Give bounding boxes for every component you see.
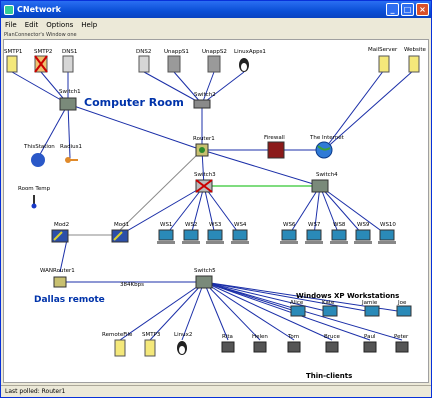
node-label: LinuxApps1	[234, 49, 266, 55]
node-label: Switch1	[59, 89, 81, 95]
workstations-row-1	[158, 229, 395, 241]
server-icon[interactable]	[114, 339, 126, 357]
thin-clients-label: Thin-clients	[306, 372, 352, 380]
menu-options[interactable]: Options	[46, 20, 74, 29]
node-label: Switch4	[316, 172, 338, 178]
server-icon[interactable]	[378, 55, 390, 73]
node-label: Radius1	[60, 144, 82, 150]
node-label: WS8	[333, 222, 346, 228]
workstation-base-row-1	[157, 241, 396, 244]
node-label: Switch5	[194, 268, 216, 274]
node-label: Helen	[252, 334, 268, 340]
node-label: Paul	[364, 334, 376, 340]
wan-router-icon[interactable]	[53, 276, 67, 288]
thin-clients	[221, 341, 409, 353]
node-label: WS6	[283, 222, 296, 228]
node-label: Website	[404, 47, 427, 53]
node-label: Alice	[290, 300, 304, 306]
node-label: SMTP3	[142, 332, 161, 338]
node-label: Bruce	[324, 334, 341, 340]
node-label: Switch2	[194, 92, 216, 98]
node-label: Room Temp	[18, 186, 51, 192]
app-icon	[4, 4, 14, 15]
server-icon[interactable]	[6, 55, 18, 73]
menu-file[interactable]: File	[5, 20, 17, 29]
node-label: Switch3	[194, 172, 216, 178]
menu-edit[interactable]: Edit	[24, 20, 39, 29]
node-label: UnappS1	[164, 49, 189, 55]
node-label: RemoteFile	[102, 332, 133, 338]
switch-icon[interactable]	[195, 275, 213, 289]
switch-icon[interactable]	[311, 179, 329, 193]
internet-globe-icon[interactable]	[315, 141, 333, 159]
node-label: DNS2	[136, 49, 151, 55]
status-bar: Last polled: Router1	[1, 385, 431, 397]
server-icon[interactable]	[62, 55, 74, 73]
node-label: Rita	[222, 334, 233, 340]
node-label: MailServer	[368, 47, 398, 53]
node-label: The Internet	[309, 135, 345, 141]
menu-bar: File Edit Options Help	[1, 18, 431, 31]
node-label: Joe	[397, 300, 407, 306]
window-title: CNetwork	[17, 5, 61, 14]
node-label: WS1	[160, 222, 172, 228]
node-label: WS10	[380, 222, 396, 228]
menu-help[interactable]: Help	[81, 20, 98, 29]
node-label: WS3	[209, 222, 222, 228]
switch-icon[interactable]	[193, 99, 211, 109]
key-icon[interactable]	[65, 157, 78, 163]
computer-room-label: Computer Room	[84, 96, 184, 109]
node-label: Kate	[322, 300, 335, 306]
minimize-button[interactable]: _	[386, 3, 399, 16]
thermometer-icon[interactable]	[31, 195, 37, 209]
node-label: WS7	[308, 222, 321, 228]
maximize-button[interactable]: □	[401, 3, 414, 16]
station-icon[interactable]	[31, 153, 45, 167]
modem-icon[interactable]	[111, 229, 129, 243]
firewall-icon[interactable]	[267, 141, 285, 159]
node-label: Mod1	[114, 222, 129, 228]
network-map-canvas[interactable]: Computer Room Dallas remote Windows XP W…	[3, 39, 429, 383]
node-label: Mod2	[54, 222, 69, 228]
node-label: WANRouter1	[40, 268, 75, 274]
node-label: Jamie	[361, 300, 378, 306]
server-icon[interactable]	[408, 55, 420, 73]
node-label: Firewall	[264, 135, 285, 141]
modem-icon[interactable]	[51, 229, 69, 243]
xp-workstations-label: Windows XP Workstations	[296, 292, 399, 300]
switch-down-icon[interactable]	[195, 179, 213, 193]
network-diagram[interactable]: Computer Room Dallas remote Windows XP W…	[4, 40, 430, 384]
close-button[interactable]: ×	[416, 3, 429, 16]
dallas-remote-label: Dallas remote	[34, 295, 105, 305]
title-bar[interactable]: CNetwork _ □ ×	[1, 1, 431, 18]
node-label: DNS1	[62, 49, 77, 55]
router-icon[interactable]	[195, 143, 209, 157]
linux-icon[interactable]	[177, 341, 187, 355]
switch-icon[interactable]	[59, 97, 77, 111]
dial-lines	[60, 149, 203, 236]
node-label: WS4	[234, 222, 247, 228]
node-label: UnappS2	[202, 49, 227, 55]
xp-workstations	[290, 305, 412, 317]
server-icon[interactable]	[138, 55, 150, 73]
link-speed-label: 384Kbps	[120, 282, 144, 288]
node-label: ThisStation	[23, 144, 55, 150]
server-icon[interactable]	[144, 339, 156, 357]
node-label: Linux2	[174, 332, 192, 338]
server-down-icon[interactable]	[34, 55, 48, 73]
server-icon[interactable]	[207, 55, 221, 73]
server-icon[interactable]	[167, 55, 181, 73]
node-label: WS2	[185, 222, 197, 228]
node-label: SMTP2	[34, 49, 52, 55]
node-label: Router1	[193, 136, 215, 142]
node-label: Peter	[394, 334, 409, 340]
node-label: Tom	[287, 334, 299, 340]
node-label: SMTP1	[4, 49, 22, 55]
linux-icon[interactable]	[239, 58, 249, 72]
node-label: WS9	[357, 222, 370, 228]
view-subtitle: PlanConnector's Window one	[4, 32, 77, 38]
